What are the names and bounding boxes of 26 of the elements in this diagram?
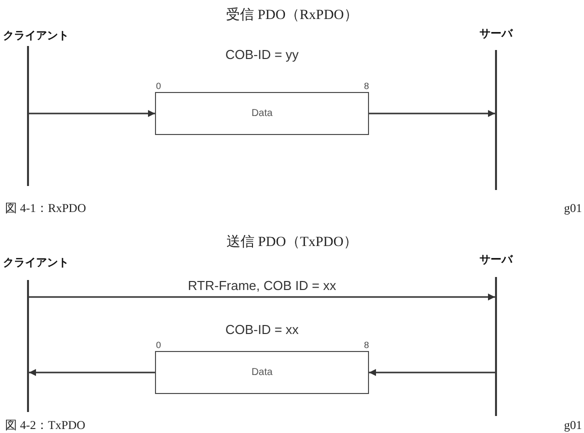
bit-index: 0	[156, 340, 162, 350]
arrow	[29, 369, 155, 376]
figure-id: g01	[564, 418, 582, 432]
figure-id: g01	[564, 201, 582, 215]
figure-title: 送信 PDO（TxPDO）	[226, 235, 358, 251]
arrow	[29, 110, 155, 117]
message-label: COB-ID = yy	[225, 47, 299, 62]
arrow	[369, 110, 495, 117]
actor-label: クライアント	[3, 29, 69, 42]
data-field-label: Data	[251, 108, 273, 120]
actor-label: サーバ	[480, 27, 512, 40]
bit-index: 8	[364, 81, 369, 91]
figure-caption: 図 4-1：RxPDO	[5, 201, 86, 215]
actor-label: サーバ	[480, 253, 512, 266]
figure-title: 受信 PDO（RxPDO）	[226, 8, 358, 24]
arrow	[369, 369, 495, 376]
arrow	[29, 294, 495, 300]
bit-index: 8	[364, 340, 369, 350]
figure-caption: 図 4-2：TxPDO	[5, 418, 86, 432]
message-label: COB-ID = xx	[225, 322, 299, 337]
data-frame-box	[155, 351, 369, 394]
actor-label: クライアント	[3, 256, 69, 269]
data-frame-box	[155, 92, 369, 135]
edge-label: RTR-Frame, COB ID = xx	[186, 278, 338, 293]
data-field-label: Data	[251, 366, 273, 378]
bit-index: 0	[156, 81, 162, 91]
